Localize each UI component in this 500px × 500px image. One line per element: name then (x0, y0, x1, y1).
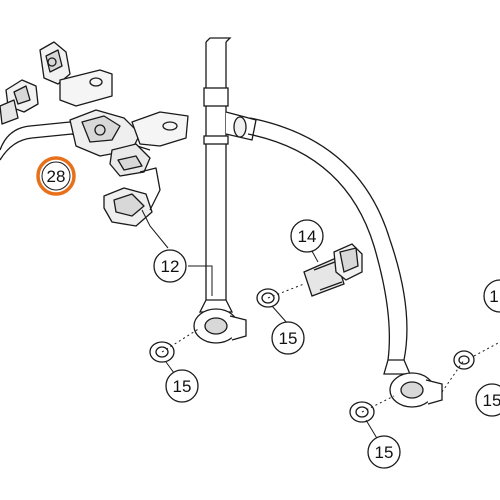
washer-3 (349, 401, 375, 423)
banjo-fitting-lower (383, 359, 443, 408)
callout-15-d[interactable]: 15 (475, 383, 500, 417)
callout-28[interactable]: 28 (36, 156, 76, 196)
callout-1-partial-label: 1 (489, 287, 498, 306)
callout-15-b-label: 15 (173, 377, 192, 396)
bracket-assembly (0, 41, 189, 227)
callout-15-d-label: 15 (483, 391, 500, 410)
callout-14-label: 14 (298, 227, 317, 246)
curved-hose (247, 117, 408, 361)
washer-4 (453, 350, 475, 370)
banjo-fitting-upper (193, 299, 247, 344)
callout-15-a-label: 15 (279, 329, 298, 348)
callout-12[interactable]: 12 (153, 249, 187, 283)
callout-15-c-label: 15 (375, 443, 394, 462)
callout-14[interactable]: 14 (290, 219, 324, 253)
callout-12-label: 12 (161, 257, 180, 276)
callout-15-c[interactable]: 15 (367, 435, 401, 469)
callout-15-a[interactable]: 15 (271, 321, 305, 355)
callout-1-partial[interactable]: 1 (483, 279, 500, 313)
callout-15-b[interactable]: 15 (165, 369, 199, 403)
rigid-pipe (203, 37, 257, 300)
callout-28-label: 28 (47, 167, 66, 186)
banjo-bolt (303, 243, 363, 297)
